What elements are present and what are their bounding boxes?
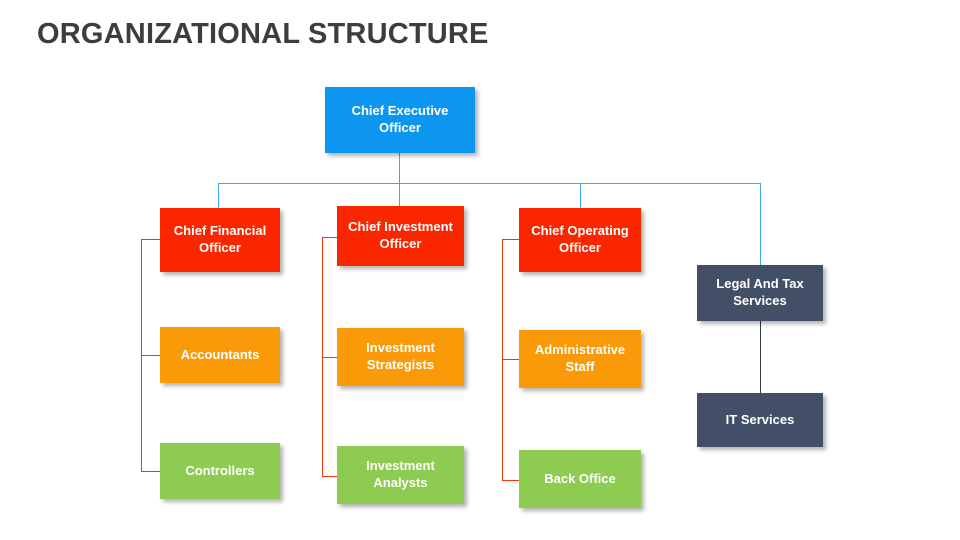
node-chief-investment-officer[interactable]: Chief Investment Officer [337,206,464,266]
node-label: Administrative Staff [534,342,626,374]
node-back-office[interactable]: Back Office [519,450,641,508]
connector-stub-accountants [141,355,161,356]
node-accountants[interactable]: Accountants [160,327,280,383]
connector-drop-legal [760,183,761,266]
connector-stub-administrative [502,359,520,360]
node-label: Chief Executive Officer [351,103,449,135]
page-title: ORGANIZATIONAL STRUCTURE [37,18,489,50]
node-label: Chief Operating Officer [531,223,629,255]
node-label: Legal And Tax Services [716,276,804,308]
connector-drop-cfo [218,183,219,209]
node-investment-analysts[interactable]: Investment Analysts [337,446,464,504]
connector-ceo-trunk [399,153,400,184]
node-label: Investment Strategists [366,340,435,372]
node-label: Accountants [180,346,260,362]
node-label: Controllers [185,462,255,478]
node-label: Back Office [544,470,616,486]
connector-level1-bus [218,183,761,184]
node-label: Chief Financial Officer [173,223,267,255]
connector-stub-controllers [141,471,161,472]
connector-stub-coo [502,239,520,240]
connector-stub-cio [322,237,338,238]
node-chief-financial-officer[interactable]: Chief Financial Officer [160,208,280,272]
node-controllers[interactable]: Controllers [160,443,280,499]
connector-drop-coo [580,183,581,209]
node-it-services[interactable]: IT Services [697,393,823,447]
node-label: Chief Investment Officer [348,219,453,251]
connector-rail-cio [322,237,323,476]
node-administrative-staff[interactable]: Administrative Staff [519,330,641,388]
connector-stub-back-office [502,480,520,481]
node-legal-and-tax-services[interactable]: Legal And Tax Services [697,265,823,321]
node-investment-strategists[interactable]: Investment Strategists [337,328,464,386]
node-chief-operating-officer[interactable]: Chief Operating Officer [519,208,641,272]
connector-drop-cio [399,183,400,207]
node-label: Investment Analysts [366,458,435,490]
connector-stub-cfo [141,239,161,240]
connector-legal-to-it [760,321,761,393]
node-chief-executive-officer[interactable]: Chief Executive Officer [325,87,475,153]
connector-stub-analysts [322,476,338,477]
connector-stub-strategists [322,357,338,358]
node-label: IT Services [725,411,795,427]
